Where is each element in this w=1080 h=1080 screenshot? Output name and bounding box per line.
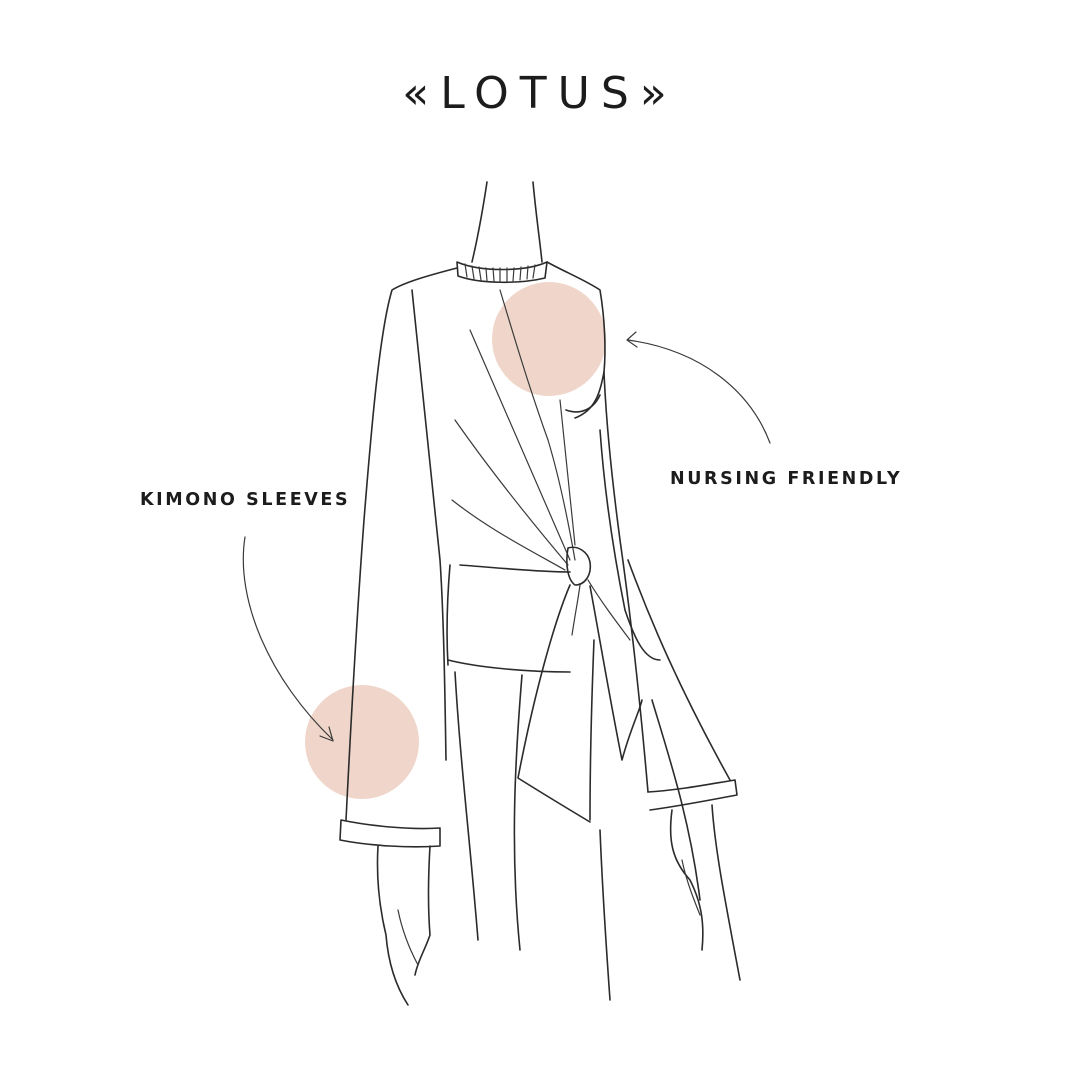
nursing-arrow-icon: [626, 331, 771, 444]
nursing-friendly-label: NURSING FRIENDLY: [670, 469, 903, 489]
kimono-arrow-icon: [242, 536, 334, 742]
mannequin-neck: [456, 181, 548, 284]
kimono-highlight-circle: [305, 685, 419, 799]
nursing-highlight-circle: [492, 282, 606, 396]
garment-body: [339, 261, 741, 1006]
page-title: «LOTUS»: [402, 68, 678, 119]
kimono-sleeves-label: KIMONO SLEEVES: [140, 490, 351, 510]
